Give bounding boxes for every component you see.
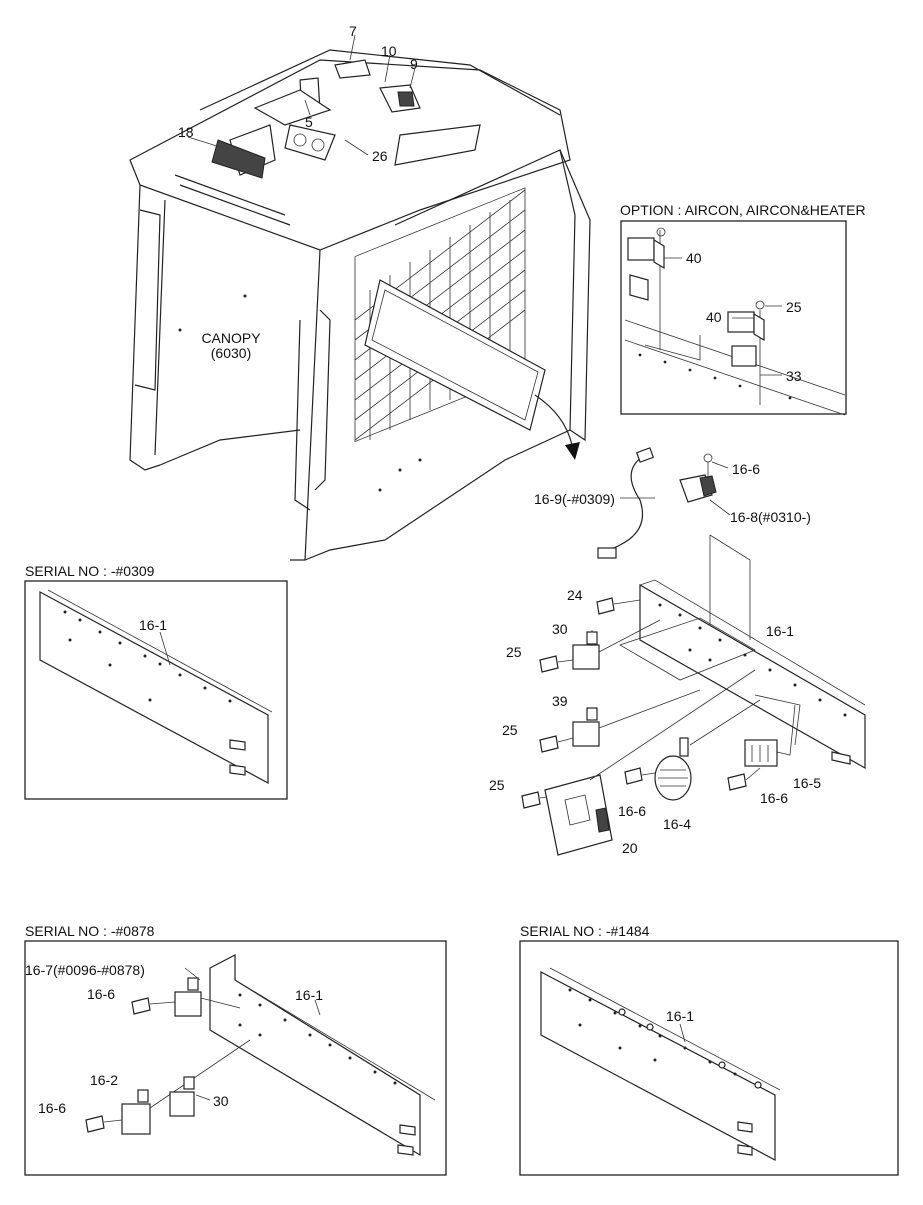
panel-0878-plate	[85, 954, 436, 1157]
callout-39: 39	[552, 693, 568, 709]
panel-0309-plate	[39, 589, 273, 785]
panel-0309-frame	[24, 580, 288, 800]
main-panel-assembly	[521, 447, 866, 856]
callout-16-8: 16-8(#0310-)	[730, 509, 811, 525]
option-box-frame	[620, 220, 847, 415]
callout-16-2: 16-2	[90, 1072, 118, 1088]
callout-16-6-b: 16-6	[618, 803, 646, 819]
option-box-title: OPTION : AIRCON, AIRCON&HEATER	[620, 202, 866, 218]
callout-33: 33	[786, 368, 802, 384]
callout-40b: 40	[706, 309, 722, 325]
callout-30: 30	[552, 621, 568, 637]
callout-25-b: 25	[502, 722, 518, 738]
callout-16-1-p1484: 16-1	[666, 1008, 694, 1024]
callout-25-a: 25	[506, 644, 522, 660]
callout-20: 20	[622, 840, 638, 856]
callout-16-4: 16-4	[663, 816, 691, 832]
canopy-assembly	[129, 34, 591, 561]
callout-10: 10	[381, 43, 397, 59]
canopy-name: CANOPY	[201, 330, 261, 346]
canopy-code: (6030)	[211, 345, 251, 361]
callout-16-6-c: 16-6	[760, 790, 788, 806]
callout-7: 7	[349, 23, 357, 39]
panel-0878-frame	[24, 940, 447, 1176]
callout-16-1-main: 16-1	[766, 623, 794, 639]
callout-40a: 40	[686, 250, 702, 266]
callout-16-5: 16-5	[793, 775, 821, 791]
panel-1484-frame	[519, 940, 899, 1176]
callout-16-6-e: 16-6	[38, 1100, 66, 1116]
callout-24: 24	[567, 587, 583, 603]
callout-5: 5	[305, 114, 313, 130]
frame-holes	[178, 294, 422, 492]
callout-25-option: 25	[786, 299, 802, 315]
callout-16-9: 16-9(-#0309)	[534, 491, 615, 507]
panel-0309-title: SERIAL NO : -#0309	[25, 563, 155, 579]
callout-30-b: 30	[213, 1093, 229, 1109]
callout-18: 18	[178, 124, 194, 140]
callout-25-c: 25	[489, 777, 505, 793]
callout-16-6-a: 16-6	[732, 461, 760, 477]
panel-1484-title: SERIAL NO : -#1484	[520, 923, 650, 939]
callout-16-6-d: 16-6	[87, 986, 115, 1002]
callout-16-1-p0309: 16-1	[139, 617, 167, 633]
panel-1484-plate	[540, 967, 781, 1162]
callout-9: 9	[410, 56, 418, 72]
callout-16-7: 16-7(#0096-#0878)	[25, 962, 145, 978]
callout-16-1-p0878: 16-1	[295, 987, 323, 1003]
callout-26: 26	[372, 148, 388, 164]
option-box-parts	[624, 227, 846, 416]
panel-0878-title: SERIAL NO : -#0878	[25, 923, 155, 939]
roof-parts	[211, 59, 421, 179]
